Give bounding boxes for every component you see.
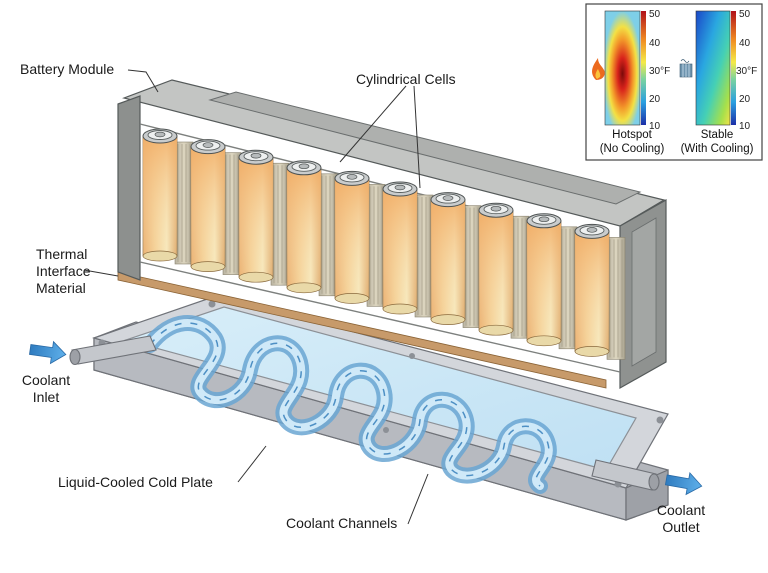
cell-bottom	[334, 293, 370, 304]
leader-lines	[83, 69, 429, 525]
coolant-outlet-label-line2: Outlet	[662, 519, 700, 535]
cell-bottom	[286, 282, 322, 294]
cell-positive-terminal	[154, 131, 166, 138]
bolt-hole	[656, 416, 664, 424]
cell-positive-terminal	[586, 227, 598, 233]
outlet-pipe	[591, 459, 660, 491]
coolant-inlet-label-line1: Coolant	[21, 372, 71, 388]
hotspot-scale-bar	[641, 11, 646, 125]
stable-tick-20: 20	[739, 94, 751, 105]
cell-heat-shading	[575, 231, 609, 352]
cold-plate	[69, 295, 669, 521]
bolt-hole	[409, 353, 415, 359]
hotspot-tick-30: 30°F	[649, 66, 671, 77]
battery-module-label: Battery Module	[20, 61, 115, 77]
cold-plate-label: Liquid-Cooled Cold Plate	[58, 474, 213, 490]
stable-tick-50: 50	[739, 9, 751, 20]
stable-tick-10: 10	[739, 121, 751, 132]
cell-positive-terminal	[394, 184, 406, 191]
cylindrical-cells-label: Cylindrical Cells	[356, 71, 456, 87]
coolant-outlet-arrow	[664, 471, 703, 496]
temperature-legend	[585, 3, 763, 161]
cell-bottom	[382, 303, 418, 315]
cell-bottom	[238, 271, 274, 283]
cell-heat-shading	[383, 189, 417, 309]
coolant-inlet-arrow	[29, 340, 67, 365]
hotspot-tick-40: 40	[649, 38, 661, 49]
stable-caption-line1: Stable	[700, 129, 734, 141]
hotspot-tick-20: 20	[649, 94, 661, 105]
cell-positive-terminal	[490, 205, 502, 212]
coolant-outlet-label-line1: Coolant	[656, 502, 706, 518]
cell-heat-shading	[287, 167, 321, 288]
cell-positive-terminal	[250, 152, 262, 159]
bolt-hole	[383, 427, 389, 433]
thermal-interface-label-line1: Thermal	[36, 246, 88, 262]
cell-positive-terminal	[442, 195, 454, 201]
cell-positive-terminal	[538, 216, 550, 223]
inlet-pipe	[69, 335, 157, 366]
cell-heat-shading	[143, 136, 177, 256]
cell-bottom	[190, 261, 226, 272]
cell-heat-shading	[527, 220, 561, 341]
stable-scale-bar	[731, 11, 736, 125]
cell-bottom	[430, 314, 466, 325]
hotspot-thermal-map	[604, 10, 641, 126]
hotspot-tick-10: 10	[649, 121, 661, 132]
cell-positive-terminal	[346, 174, 358, 180]
bolt-hole	[208, 300, 216, 308]
thermal-interface-label-line2: Interface	[36, 263, 91, 279]
stable-thermal-map	[695, 10, 731, 126]
stable-caption-line2: (With Cooling)	[680, 143, 754, 155]
cell-bottom	[478, 324, 514, 336]
cell-bottom	[526, 335, 562, 347]
flame-icon	[592, 58, 605, 80]
radiator-icon	[679, 59, 693, 78]
thermal-interface-layer	[117, 271, 607, 389]
cell-positive-terminal	[202, 142, 214, 148]
thermal-interface-label-line3: Material	[36, 280, 86, 296]
hotspot-tick-50: 50	[649, 9, 661, 20]
stable-tick-30: 30°F	[736, 66, 758, 77]
cell-heat-shading	[191, 146, 225, 267]
cell-positive-terminal	[298, 163, 310, 170]
cell-heat-shading	[479, 210, 513, 331]
cell-bottom	[142, 250, 178, 262]
battery-module-housing	[117, 79, 667, 390]
stable-tick-40: 40	[739, 38, 751, 49]
cell-heat-shading	[335, 178, 369, 299]
coolant-channels-label: Coolant Channels	[286, 515, 398, 531]
hotspot-caption-line1: Hotspot	[612, 129, 652, 141]
cell-bottom	[574, 346, 610, 357]
cell-heat-shading	[239, 157, 273, 278]
cylindrical-cells-group	[142, 128, 626, 360]
coolant-inlet-label-line2: Inlet	[32, 389, 60, 405]
hotspot-caption-line2: (No Cooling)	[599, 143, 665, 155]
cell-heat-shading	[431, 199, 465, 320]
